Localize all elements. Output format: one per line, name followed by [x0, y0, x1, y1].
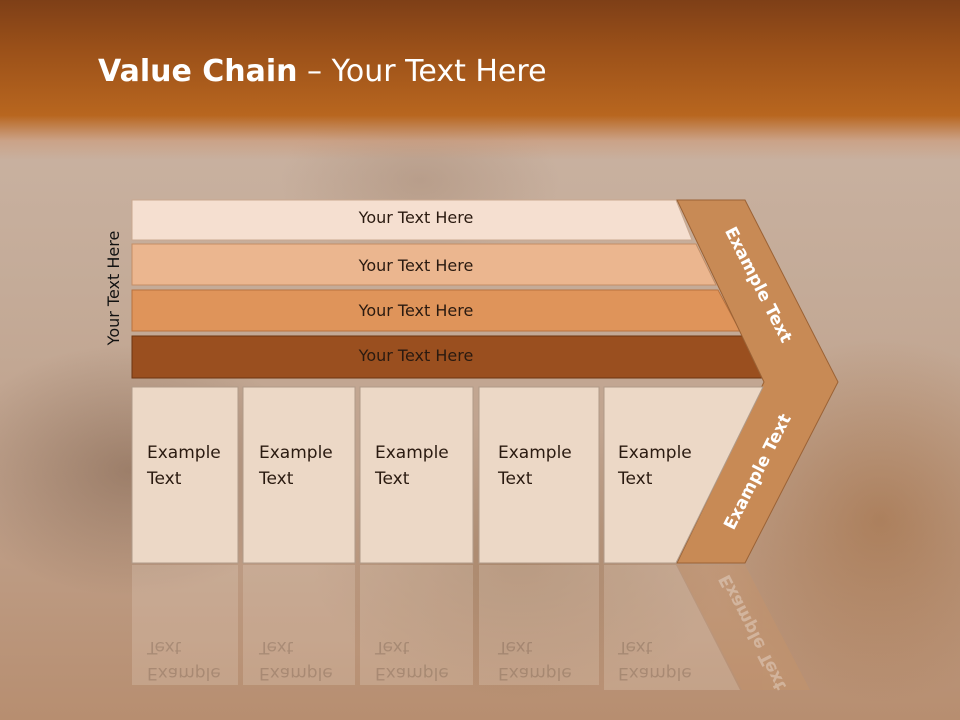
- slide-title: Value Chain – Your Text Here: [98, 54, 547, 89]
- bar-label-2: Your Text Here: [358, 256, 474, 275]
- bar-2: [131, 243, 717, 286]
- reflection: [132, 565, 810, 690]
- header-band: [0, 0, 960, 160]
- box-5: [603, 386, 764, 564]
- box-4: [478, 386, 600, 564]
- title-rest: – Your Text Here: [297, 54, 547, 89]
- bar-label-3: Your Text Here: [358, 301, 474, 320]
- bar-1: [131, 199, 693, 241]
- box-2: [242, 386, 356, 564]
- box-3: [359, 386, 474, 564]
- bar-label-4: Your Text Here: [358, 346, 474, 365]
- bar-label-1: Your Text Here: [358, 208, 474, 227]
- title-bold: Value Chain: [98, 54, 298, 89]
- box-1: [131, 386, 239, 564]
- chevron: [676, 199, 839, 564]
